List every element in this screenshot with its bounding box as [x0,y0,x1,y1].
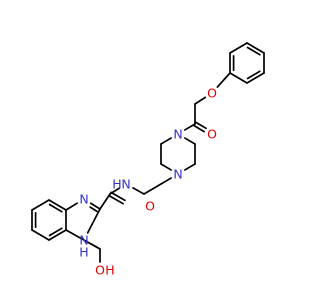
atom-label-n-quin-1: N [79,192,88,207]
bond-ph3-ph4-inner [246,70,261,80]
bond-B1-B2 [31,199,50,211]
bond-QN1-QC8a [65,202,79,211]
bond-C2-QN1 [89,202,101,210]
atom-label-o-acyl: O [207,127,217,142]
bond-C4-O4-a [193,124,205,133]
bond-N1-E1 [160,177,172,185]
atom-label-o-quin-4: O [95,263,105,278]
bond-QC8a-B1 [48,199,67,211]
bond-C4-N2 [184,123,196,131]
atom-label-h-amide: H [112,177,121,192]
bond-B3-B4 [31,229,50,241]
atom-label-o-ether: O [207,86,217,101]
bond-E2-N3 [132,187,145,195]
atom-label-n-quin-3: N [79,233,88,248]
bond-ph3-ph4 [246,72,265,84]
atom-label-n-pip-4: N [173,127,182,142]
atom-label-n-pip-1: N [173,167,182,182]
bond-ph1-ph2-inner [246,46,261,56]
bond-C2-QN1-inner [89,206,98,213]
bond-ph5-O5 [216,72,231,88]
bond-QC4-QN3 [90,243,101,250]
bond-PD-N2 [160,137,172,145]
bond-ph6-ph1 [229,42,248,54]
bond-N2-PA [184,137,196,145]
atom-label-o-amide: O [145,199,155,214]
bond-PB-N1 [184,163,196,171]
bond-QN3-C2 [86,208,101,234]
bond-C1-C2 [99,193,111,210]
bond-C1-O1-b [110,191,126,202]
bond-ph4-ph5 [229,72,248,84]
bond-E1-E2 [143,183,162,195]
bond-layer [31,42,265,263]
bond-C1-O1-a [108,194,124,205]
bond-C4-O4-b [195,121,207,130]
bond-ph1-ph2 [246,42,265,54]
atom-label-h-quin-4: H [105,263,114,278]
bond-N1-PC [160,163,172,171]
bond-O5-C5 [194,96,207,105]
bond-B4-QC4a [48,229,67,241]
atom-label-h-quin-3: H [79,245,88,260]
atom-label-n-amide: N [121,177,130,192]
bond-QC8a-B1-inner [48,203,63,213]
bond-B4-QC4a-inner [48,227,63,237]
